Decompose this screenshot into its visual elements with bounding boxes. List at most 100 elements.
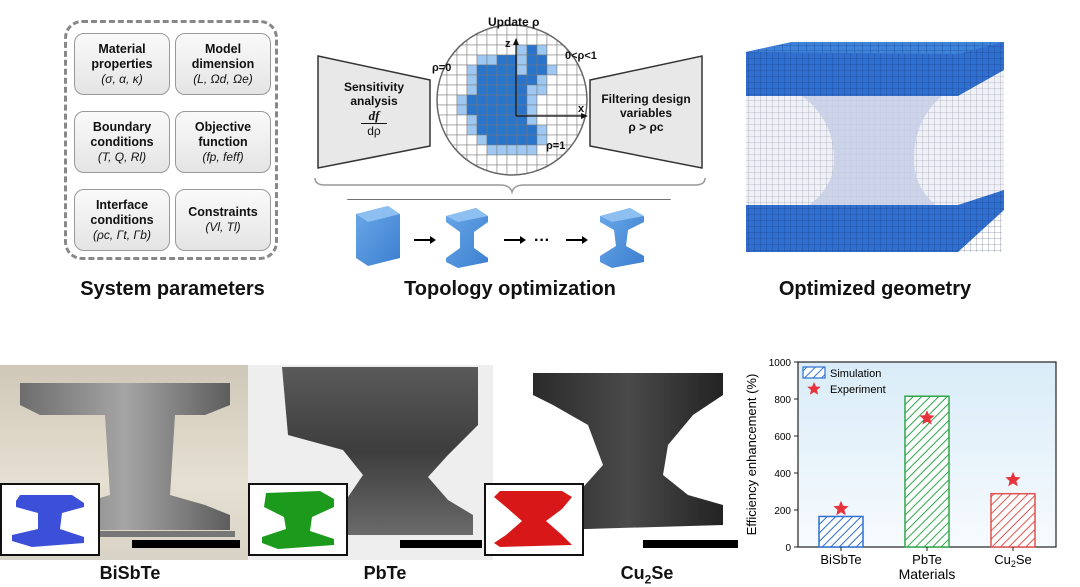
design-cell	[576, 25, 587, 36]
design-cell	[446, 154, 458, 166]
filtering-line3: ρ > ρc	[628, 120, 664, 134]
design-cell	[536, 124, 548, 136]
design-cell	[566, 94, 578, 106]
design-cell	[546, 54, 558, 66]
design-cell	[516, 104, 528, 116]
design-cell	[546, 94, 558, 106]
design-cell	[526, 124, 538, 136]
param-title: Interface conditions	[90, 197, 154, 227]
x-axis-label: x	[578, 103, 585, 115]
bisbte-scale-bar	[132, 540, 240, 548]
design-cell	[476, 74, 488, 86]
design-cell	[466, 144, 478, 156]
derivative-denominator: dρ	[367, 124, 381, 138]
x-axis-label: Materials	[899, 566, 956, 582]
design-cell	[456, 25, 468, 36]
design-cell	[466, 25, 478, 36]
design-cell	[506, 134, 518, 146]
bisbte-inset	[0, 483, 100, 556]
design-cell	[456, 164, 468, 175]
y-tick-label: 200	[774, 506, 791, 517]
design-cell	[476, 144, 488, 156]
design-cell	[516, 94, 528, 106]
design-cell	[546, 84, 558, 96]
filtering-line1: Filtering design	[601, 92, 691, 106]
design-cell	[516, 144, 528, 156]
design-cell	[526, 64, 538, 76]
design-cell	[496, 94, 508, 106]
design-cell	[496, 54, 508, 66]
design-cell	[516, 124, 528, 136]
design-cell	[516, 134, 528, 146]
rho-one-label: ρ=1	[546, 140, 566, 152]
design-cell	[576, 144, 587, 156]
z-axis-label: z	[505, 38, 511, 50]
design-cell	[546, 64, 558, 76]
y-tick-label: 600	[774, 432, 791, 443]
design-cell	[576, 134, 587, 146]
experiment-star-pbte	[919, 410, 935, 425]
pbte-inset-shape	[262, 491, 334, 549]
design-cell	[496, 114, 508, 126]
design-cell	[446, 114, 458, 126]
design-cell	[486, 114, 498, 126]
design-cell	[486, 44, 498, 56]
design-cell	[496, 124, 508, 136]
param-symbols: (fp, feff)	[202, 149, 244, 164]
param-title: Model dimension	[191, 41, 255, 71]
design-cell	[526, 84, 538, 96]
design-cell	[536, 154, 548, 166]
design-cell	[566, 124, 578, 136]
design-cell	[506, 124, 518, 136]
topology-diagram	[314, 24, 706, 200]
param-boundary-conditions: Boundary conditions (T, Q, Rl)	[74, 111, 170, 173]
legend-experiment-star	[807, 382, 821, 395]
design-cell	[476, 64, 488, 76]
design-cell	[476, 154, 488, 166]
param-symbols: (σ, α, κ)	[101, 71, 143, 86]
system-parameters-caption: System parameters	[80, 278, 265, 300]
design-cell	[506, 144, 518, 156]
design-cell	[476, 114, 488, 126]
bar-simulation-bisbte	[818, 515, 864, 548]
design-cell	[556, 74, 568, 86]
design-cell	[546, 104, 558, 116]
param-symbols: (T, Q, Rl)	[97, 149, 147, 164]
design-cell	[526, 44, 538, 56]
experiment-star-bisbte	[833, 500, 849, 516]
design-cell	[466, 114, 478, 126]
design-cell	[526, 34, 538, 46]
design-cell	[496, 144, 508, 156]
y-tick-label: 0	[785, 543, 791, 554]
design-cell	[437, 25, 448, 36]
param-title: Boundary conditions	[90, 119, 154, 149]
design-cell	[576, 154, 587, 166]
design-cell	[466, 84, 478, 96]
design-cell	[536, 54, 548, 66]
design-cell	[456, 104, 468, 116]
design-cell	[466, 44, 478, 56]
pbte-inset	[248, 483, 348, 556]
geometry-caption: Optimized geometry	[778, 278, 972, 300]
param-symbols: (L, Ωd, Ωe)	[193, 71, 253, 86]
bisbte-label: BiSbTe	[99, 563, 161, 583]
bisbte-inset-shape	[12, 495, 84, 547]
pbte-photo	[248, 365, 493, 560]
design-cell	[506, 154, 518, 166]
design-cell	[456, 134, 468, 146]
design-cell	[437, 164, 448, 175]
param-model-dimension: Model dimension (L, Ωd, Ωe)	[175, 33, 271, 95]
design-cell	[506, 114, 518, 126]
legend-simulation-label: Simulation	[830, 368, 881, 380]
design-cell	[456, 54, 468, 66]
design-cell	[476, 34, 488, 46]
param-symbols: (Vl, Tl)	[205, 220, 241, 234]
rho-range-label: 0<ρ<1	[565, 50, 597, 62]
design-cell	[576, 164, 587, 175]
design-cell	[466, 54, 478, 66]
sequence-shapes: ···	[356, 206, 644, 268]
design-cell	[466, 64, 478, 76]
design-cell	[456, 64, 468, 76]
design-cell	[506, 164, 518, 175]
design-cell	[536, 104, 548, 116]
